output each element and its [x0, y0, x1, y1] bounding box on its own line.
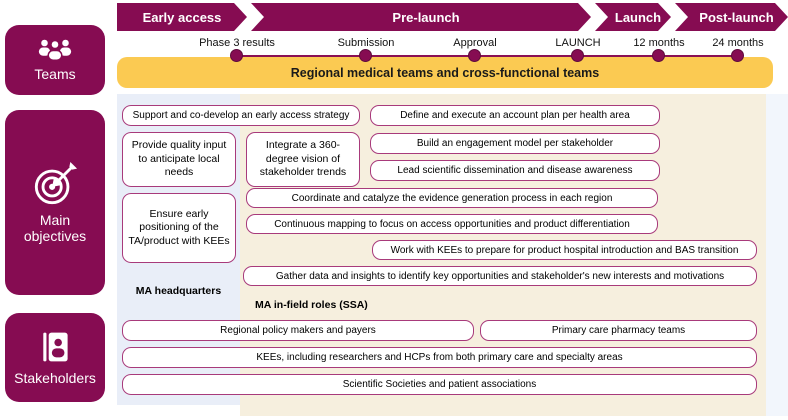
- teams-banner: Regional medical teams and cross-functio…: [117, 57, 773, 88]
- hq-column-label: MA headquarters: [135, 285, 222, 297]
- milestone-label: 24 months: [712, 37, 764, 49]
- sidebar-item-main-objectives: Main objectives: [5, 110, 105, 295]
- milestone-dot: [468, 49, 481, 62]
- milestone-dot: [652, 49, 665, 62]
- sidebar-label: Main objectives: [23, 211, 87, 244]
- sidebar-item-stakeholders: Stakeholders: [5, 313, 105, 402]
- phase-arrow-pre-launch: Pre-launch: [251, 3, 591, 31]
- objective-box-account-plan: Define and execute an account plan per h…: [370, 105, 660, 126]
- timeline-line: [237, 55, 738, 57]
- objective-box-dissemination: Lead scientific dissemination and diseas…: [370, 160, 660, 181]
- milestone-label: LAUNCH: [555, 37, 601, 49]
- milestone-dot: [571, 49, 584, 62]
- right-edge-strip: [766, 94, 788, 416]
- milestone-label: Phase 3 results: [199, 37, 275, 49]
- infield-column-label: MA in-field roles (SSA): [255, 299, 368, 311]
- stakeholder-box-policy-makers: Regional policy makers and payers: [122, 320, 474, 341]
- phase-arrow-early-access: Early access: [117, 3, 247, 31]
- milestone-dot: [731, 49, 744, 62]
- milestone-label: Approval: [453, 37, 497, 49]
- objective-box-kees-hospital: Work with KEEs to prepare for product ho…: [372, 240, 757, 260]
- sidebar-item-teams: Teams: [5, 25, 105, 95]
- objective-box-early-positioning: Ensure early positioning of the TA/produ…: [122, 193, 236, 263]
- contact-book-icon: [37, 329, 73, 365]
- milestone-label: Submission: [337, 37, 395, 49]
- objective-box-gather-insights: Gather data and insights to identify key…: [243, 266, 757, 286]
- stakeholder-box-pharmacy-teams: Primary care pharmacy teams: [480, 320, 757, 341]
- people-group-icon: [36, 37, 74, 62]
- objective-box-quality-input: Provide quality input to anticipate loca…: [122, 132, 236, 187]
- objective-box-continuous-mapping: Continuous mapping to focus on access op…: [246, 214, 658, 234]
- stakeholder-box-societies: Scientific Societies and patient associa…: [122, 374, 757, 395]
- milestone-dot: [230, 49, 243, 62]
- objective-box-evidence-generation: Coordinate and catalyze the evidence gen…: [246, 188, 658, 208]
- target-icon: [32, 161, 78, 207]
- phase-arrow-launch: Launch: [595, 3, 671, 31]
- objective-box-vision-360: Integrate a 360-degree vision of stakeho…: [246, 132, 360, 187]
- phase-arrow-post-launch: Post-launch: [675, 3, 788, 31]
- stakeholder-box-kees: KEEs, including researchers and HCPs fro…: [122, 347, 757, 368]
- milestone-label: 12 months: [633, 37, 685, 49]
- sidebar-label: Teams: [34, 66, 76, 83]
- milestone-dot: [359, 49, 372, 62]
- objective-box-support: Support and co-develop an early access s…: [122, 105, 360, 126]
- objective-box-engagement-model: Build an engagement model per stakeholde…: [370, 133, 660, 154]
- sidebar-label: Stakeholders: [14, 369, 96, 386]
